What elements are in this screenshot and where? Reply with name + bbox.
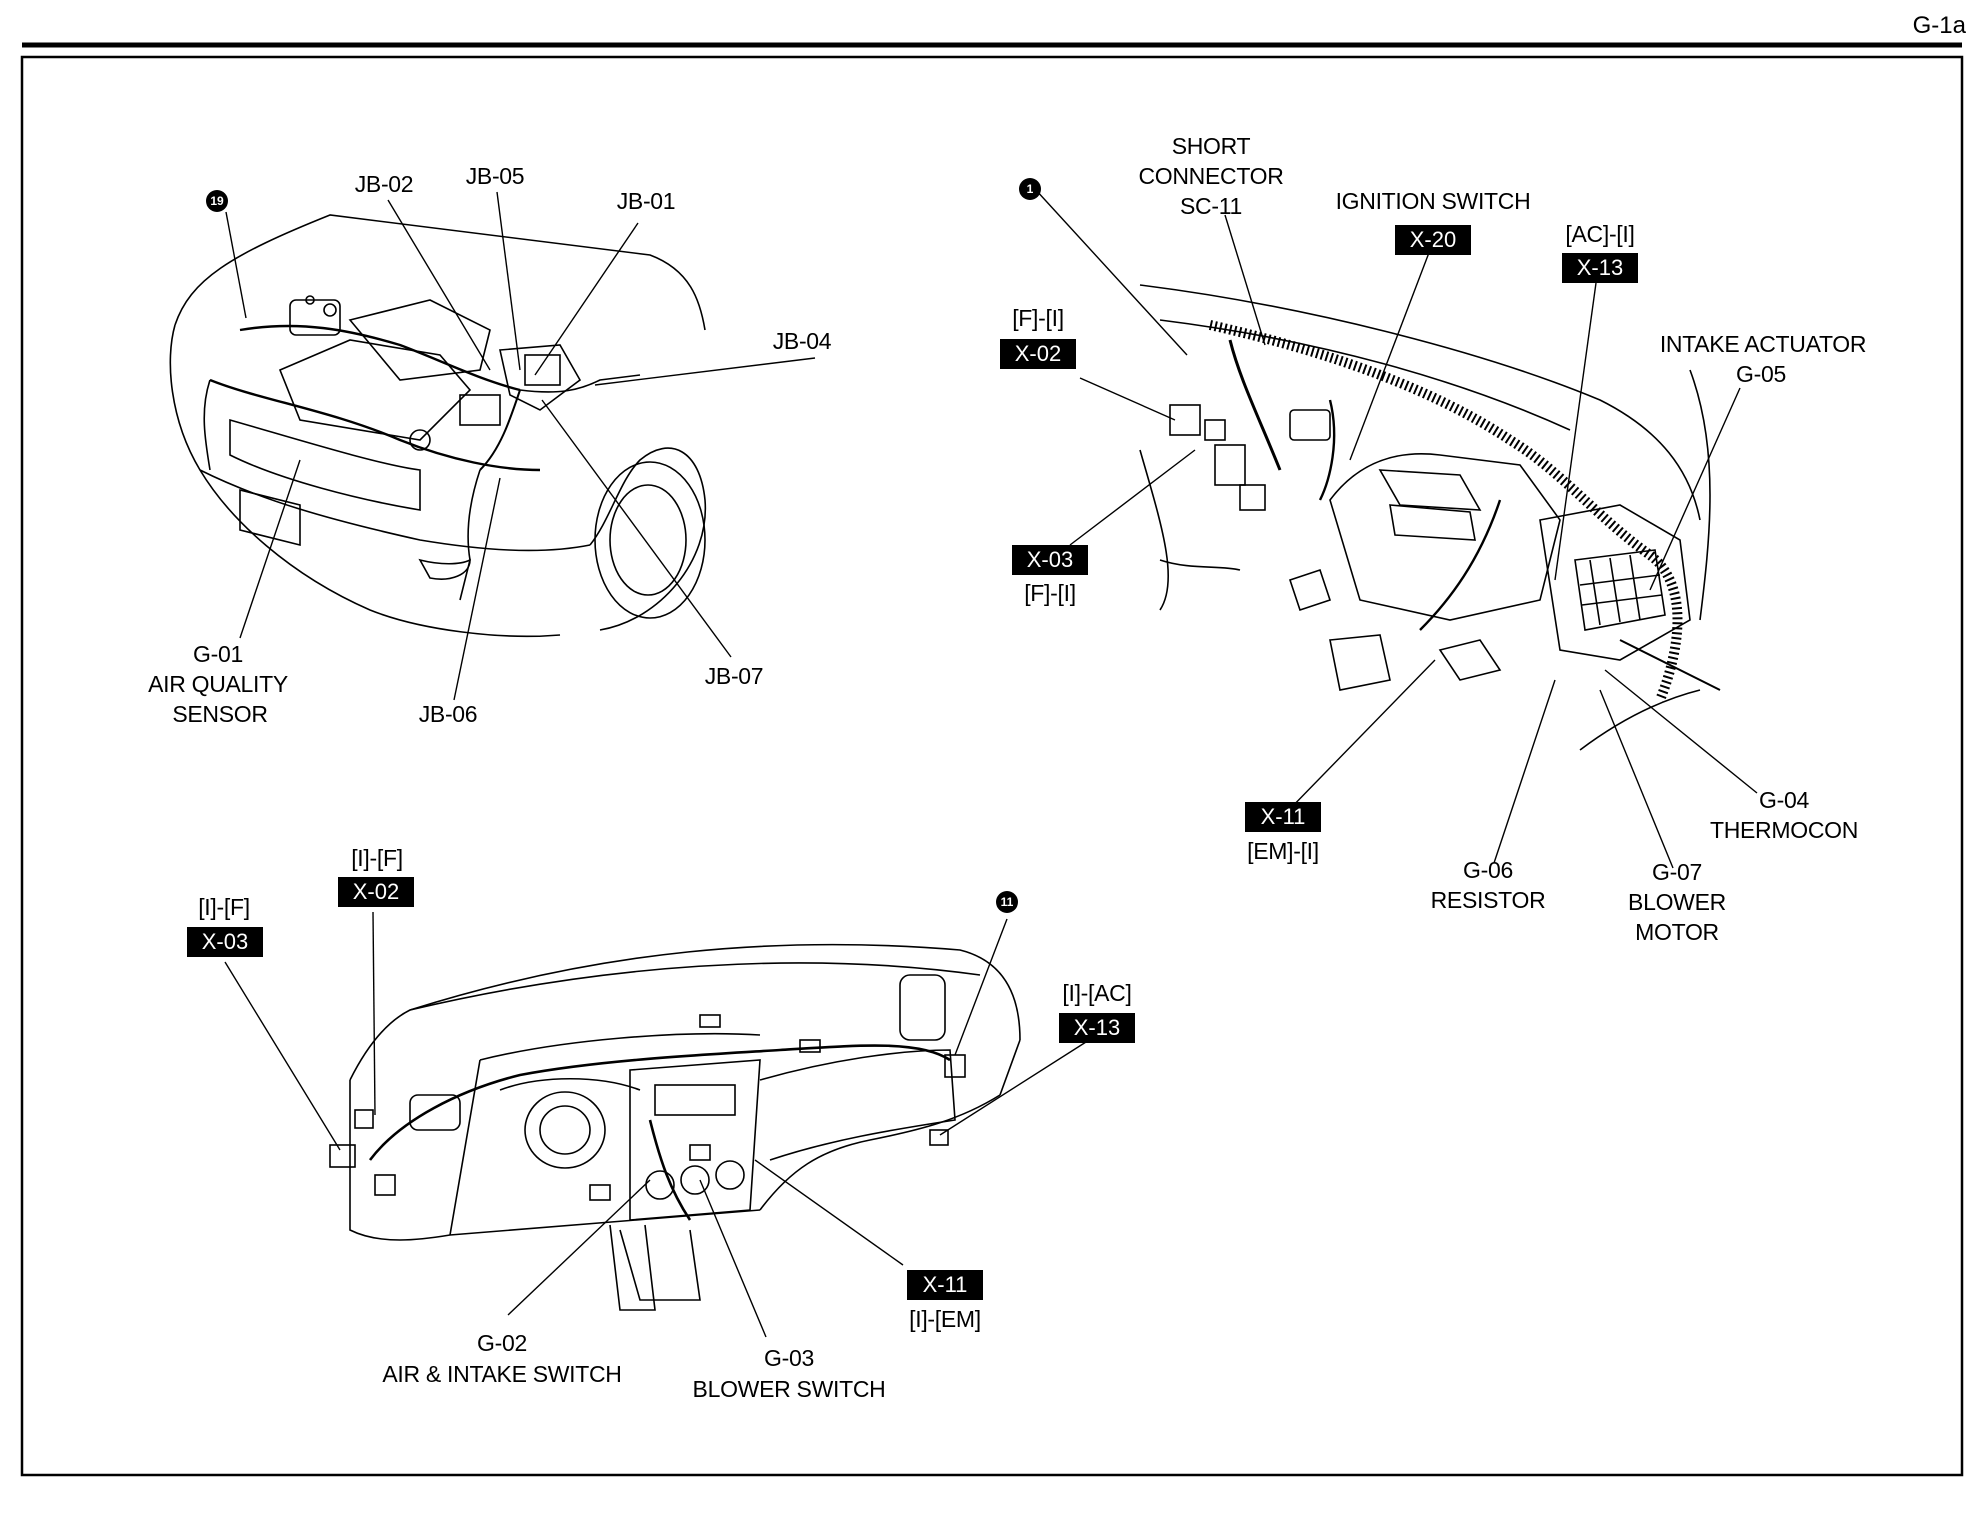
dash-leader-lines — [224, 911, 1087, 1338]
connector-box-hvac-x-03: X-03 — [1012, 545, 1088, 575]
label-g-06: G-06 — [1463, 857, 1513, 883]
label-g-05: G-05 — [1736, 361, 1786, 387]
hvac-unit-illustration — [1139, 284, 1711, 751]
label-air-intake-switch: AIR & INTAKE SWITCH — [382, 1361, 622, 1387]
connector-box-dash-x-02: X-02 — [338, 877, 414, 907]
label-dash-x-03-tag: [I]-[F] — [198, 894, 250, 920]
connector-box-dash-x-13: X-13 — [1059, 1013, 1135, 1043]
page-frame — [20, 55, 1964, 1477]
label-jb-07: JB-07 — [704, 663, 764, 689]
engine-bay-illustration — [169, 214, 707, 638]
label-dash-x-13-tag: [I]-[AC] — [1062, 980, 1132, 1006]
label-dash-x-02-tag: [I]-[F] — [351, 845, 403, 871]
label-hvac-x-02-tag: [F]-[I] — [1012, 305, 1064, 331]
label-short-connector-2: CONNECTOR — [1138, 163, 1284, 189]
connector-box-dash-x-03: X-03 — [187, 927, 263, 957]
label-ignition-switch: IGNITION SWITCH — [1335, 188, 1531, 214]
label-short-connector-1: SHORT — [1171, 133, 1251, 159]
label-g-01-name-2: SENSOR — [172, 701, 268, 727]
callout-badge-hvac: 1 — [1019, 178, 1041, 200]
label-resistor: RESISTOR — [1430, 887, 1546, 913]
label-blower: BLOWER — [1628, 889, 1726, 915]
hvac-main-harness — [1208, 320, 1721, 702]
callout-badge-dash: 11 — [996, 891, 1018, 913]
label-dash-x-11-tag: [I]-[EM] — [909, 1306, 981, 1332]
label-jb-06: JB-06 — [418, 701, 478, 727]
label-blower-switch: BLOWER SWITCH — [692, 1376, 886, 1402]
label-short-connector-3: SC-11 — [1180, 193, 1242, 219]
dashboard-harness — [368, 1044, 951, 1221]
label-thermocon: THERMOCON — [1709, 817, 1859, 843]
connector-box-dash-x-11: X-11 — [907, 1270, 983, 1300]
connector-box-hvac-x-11: X-11 — [1245, 802, 1321, 832]
label-intake-actuator: INTAKE ACTUATOR — [1659, 331, 1867, 357]
label-jb-05: JB-05 — [465, 163, 525, 189]
connector-box-hvac-x-13: X-13 — [1562, 253, 1638, 283]
label-g-04: G-04 — [1759, 787, 1809, 813]
label-g-07: G-07 — [1652, 859, 1702, 885]
label-g-01-code: G-01 — [193, 641, 243, 667]
label-jb-02: JB-02 — [354, 171, 414, 197]
callout-badge-engine: 19 — [206, 190, 228, 212]
label-hvac-x-13-tag: [AC]-[I] — [1565, 221, 1635, 247]
dashboard-illustration — [329, 943, 1021, 1311]
label-jb-01: JB-01 — [616, 188, 676, 214]
label-g-01-name-1: AIR QUALITY — [148, 671, 288, 697]
label-hvac-x-03-tag: [F]-[I] — [1024, 580, 1076, 606]
hvac-leader-lines — [1034, 188, 1758, 869]
page-id: G-1a — [1912, 12, 1966, 39]
connector-box-x-20: X-20 — [1395, 225, 1471, 255]
connector-box-hvac-x-02: X-02 — [1000, 339, 1076, 369]
label-hvac-x-11-tag: [EM]-[I] — [1247, 838, 1319, 864]
label-g-02: G-02 — [477, 1330, 527, 1356]
label-motor: MOTOR — [1635, 919, 1719, 945]
label-g-03: G-03 — [764, 1345, 814, 1371]
engine-leader-lines — [225, 191, 816, 701]
label-jb-04: JB-04 — [772, 328, 832, 354]
